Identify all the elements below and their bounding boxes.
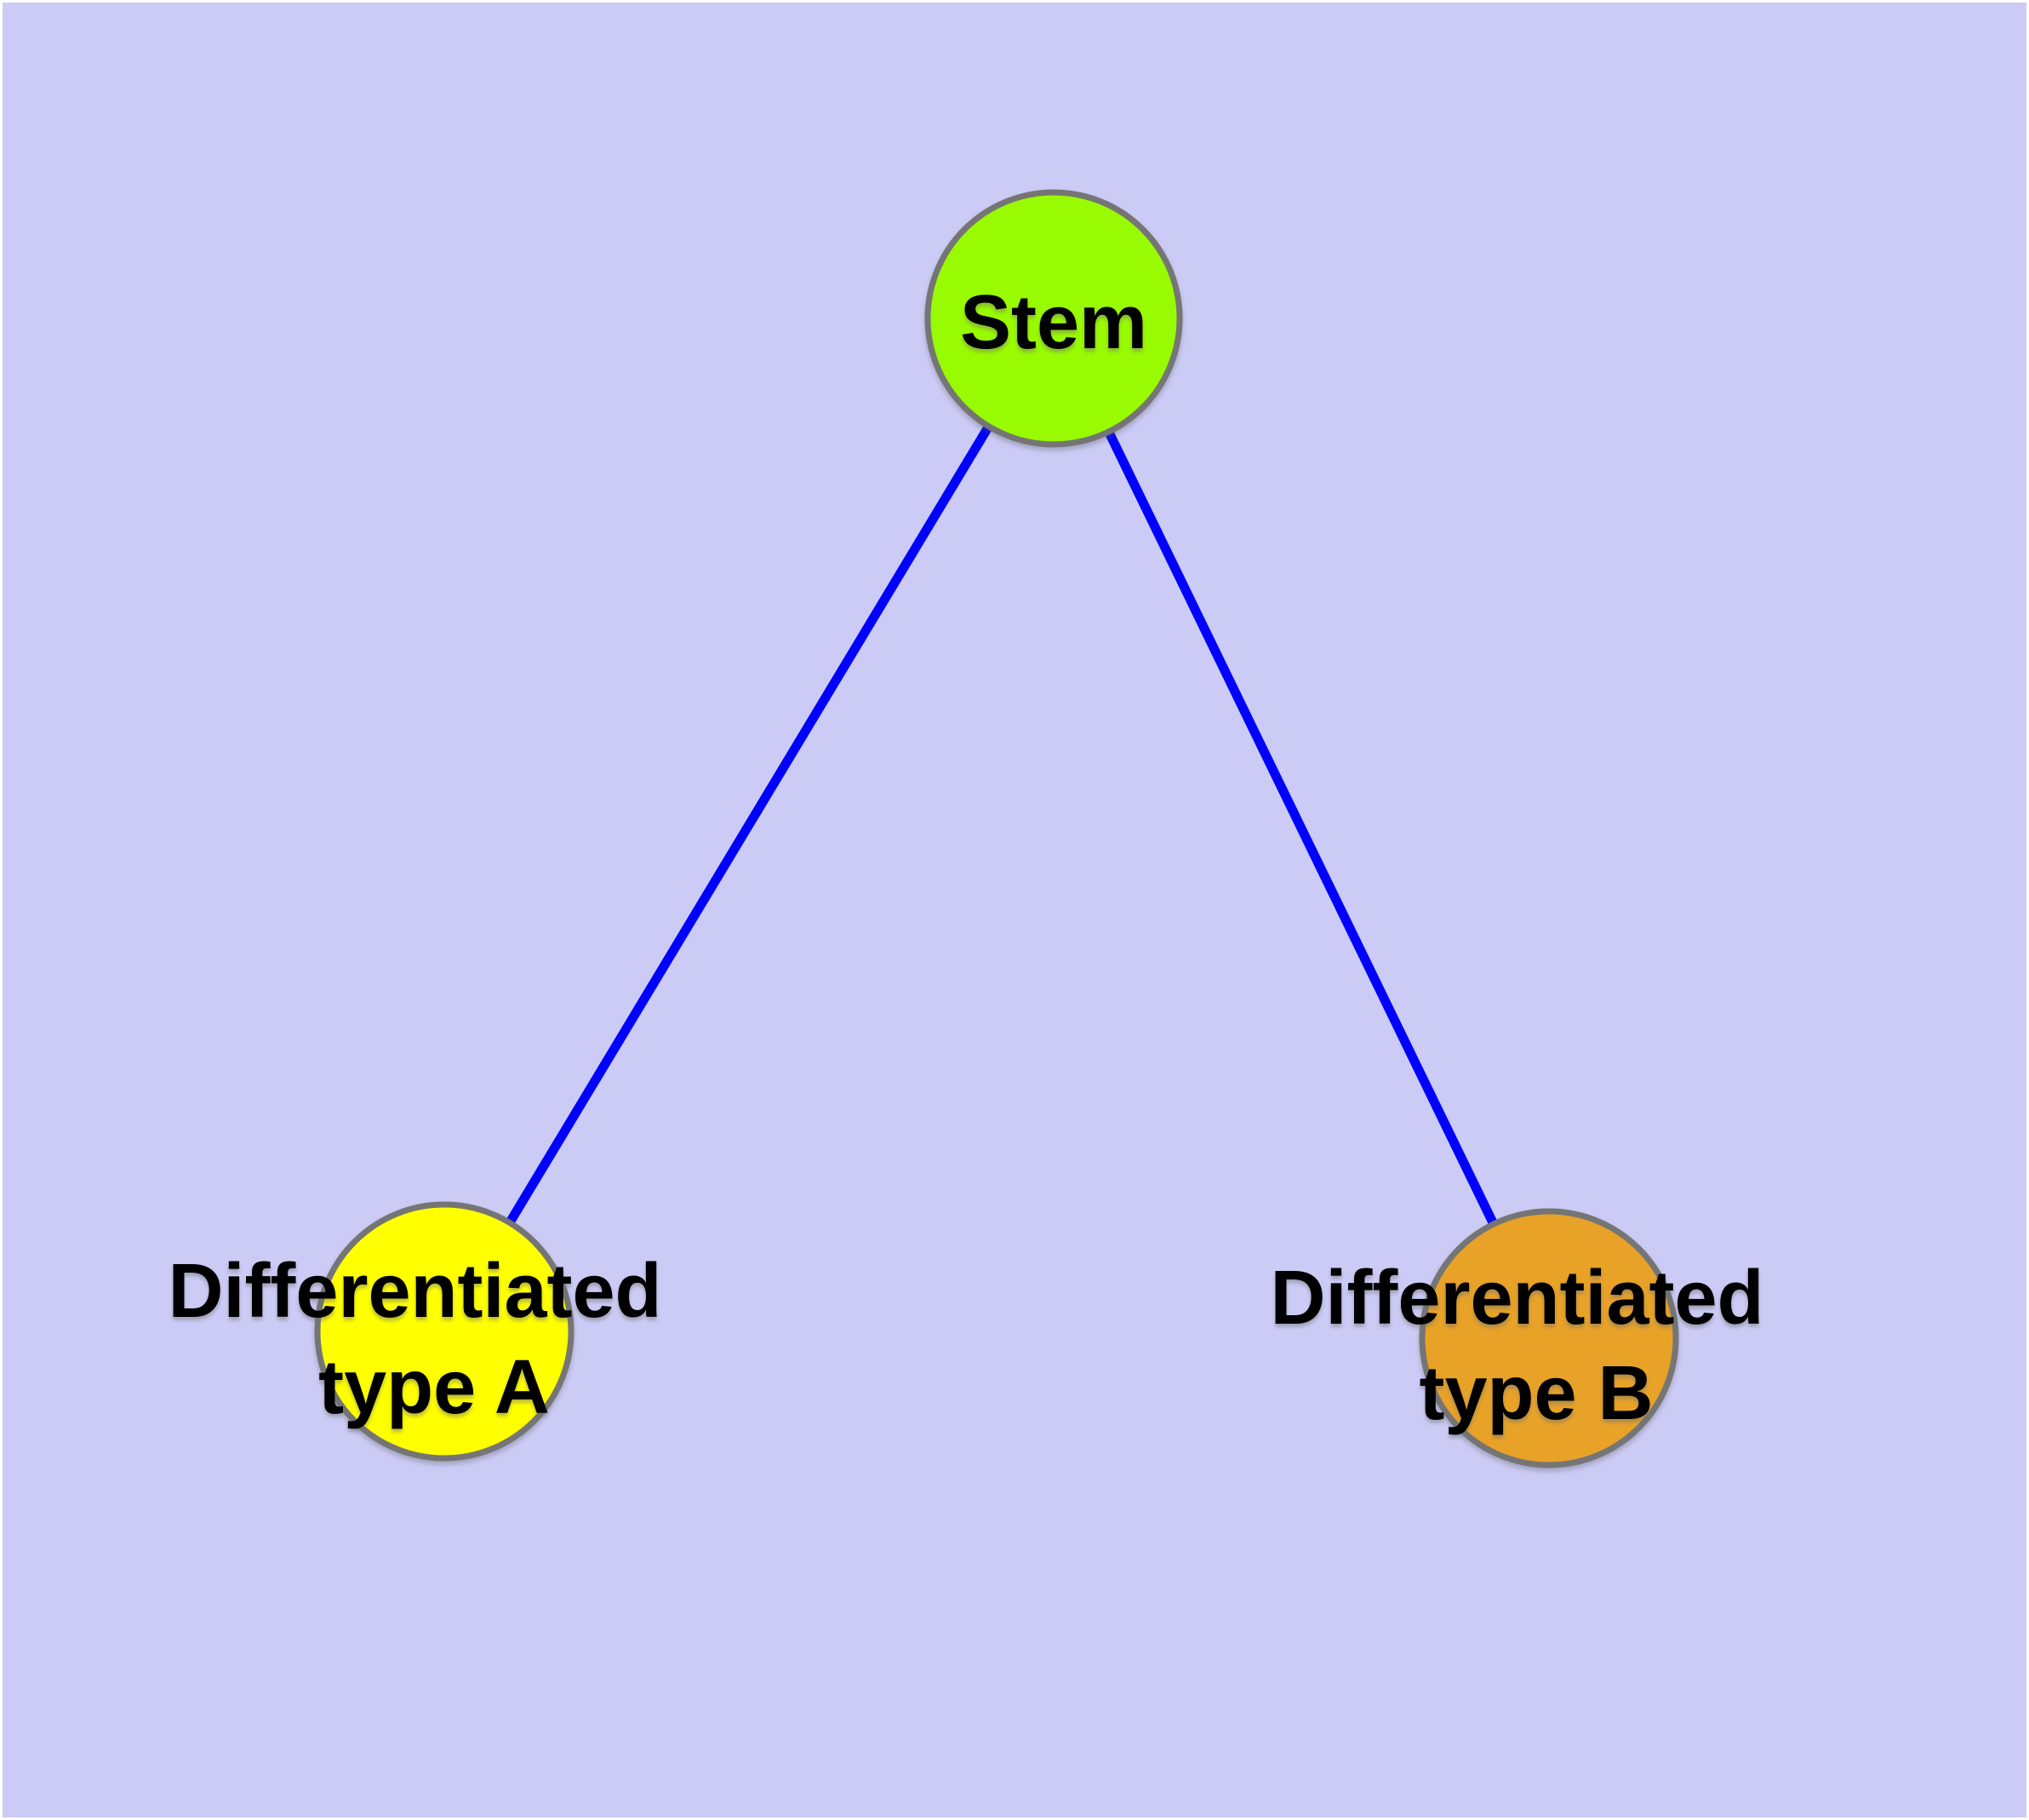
node-differentiated-type-a-label-line-2: type A: [318, 1345, 550, 1430]
node-differentiated-type-a-circle: [314, 1201, 574, 1462]
node-differentiated-type-b-label-line-2: type B: [1419, 1351, 1653, 1436]
node-differentiated-type-b-label: Differentiated type B: [1270, 1256, 1785, 1436]
node-differentiated-type-a-label: Differentiated type A: [168, 1249, 683, 1430]
node-differentiated-type-a-label-line-1: Differentiated: [168, 1249, 661, 1334]
node-stem-label: Stem: [960, 280, 1147, 365]
node-stem-circle: [924, 189, 1183, 448]
node-differentiated-type-b-label-line-1: Differentiated: [1270, 1256, 1763, 1341]
edge-stem-to-differentiated-type-b: [1049, 313, 1554, 1343]
edge-stem-to-differentiated-type-a: [439, 313, 1059, 1336]
node-stem-label-line: Stem: [960, 280, 1147, 365]
node-differentiated-type-b-circle: [1419, 1208, 1679, 1468]
